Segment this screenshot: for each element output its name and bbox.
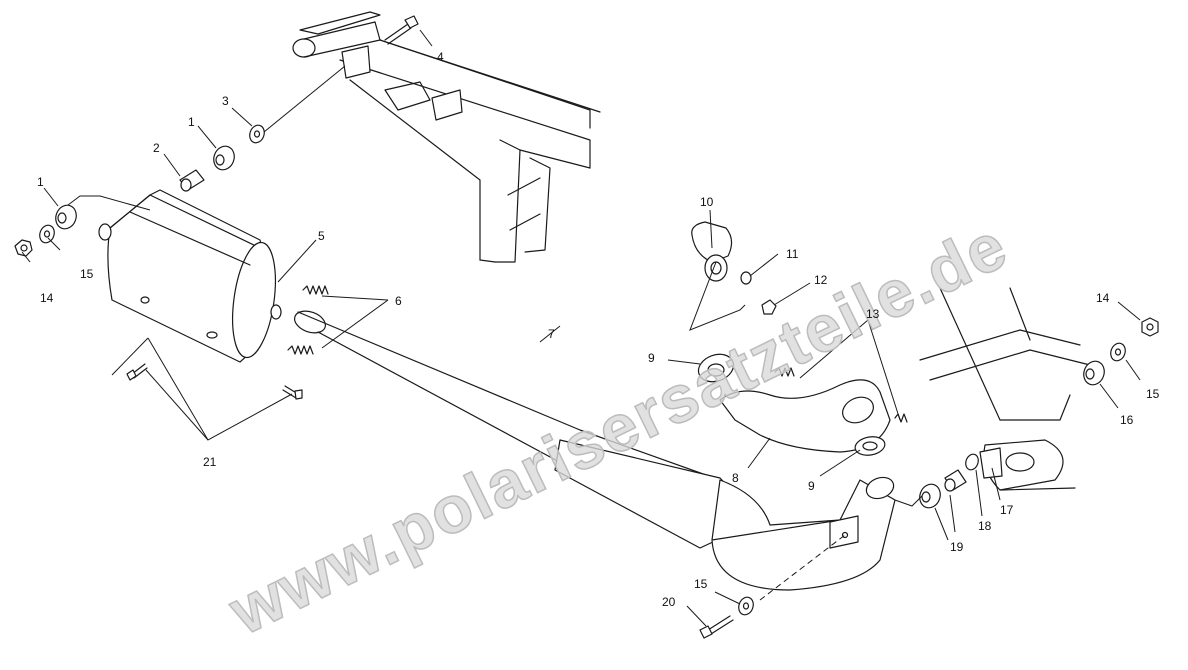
callout-14: 14: [40, 291, 54, 305]
frame-upper: [292, 11, 601, 263]
callout-12: 12: [814, 273, 828, 287]
head-pipe-assembly: [691, 221, 908, 456]
callout-4: 4: [437, 50, 444, 64]
callout-17: 17: [1000, 503, 1014, 517]
exhaust-pipe: [293, 310, 896, 591]
callout-8: 8: [732, 471, 739, 485]
watermark: www.polarisersatzteile.de: [217, 207, 1018, 649]
callout-14: 14: [1096, 291, 1110, 305]
callout-6: 6: [395, 294, 402, 308]
callout-21: 21: [203, 455, 217, 469]
callout-3: 3: [222, 94, 229, 108]
callout-15: 15: [1146, 387, 1160, 401]
callout-2: 2: [153, 141, 160, 155]
callout-9: 9: [648, 351, 655, 365]
springs: [287, 285, 329, 355]
callout-11: 11: [786, 247, 799, 261]
callout-16: 16: [1120, 413, 1134, 427]
callout-5: 5: [318, 229, 325, 243]
mount-hardware-left: [14, 15, 419, 257]
callout-labels: 1 14 15 2 1 3 4 5 6 21 7 10 11 12 9 13 8…: [37, 50, 1160, 609]
callout-1: 1: [188, 115, 195, 129]
callout-19: 19: [950, 540, 964, 554]
callout-15: 15: [80, 267, 94, 281]
callout-1: 1: [37, 175, 44, 189]
callout-13: 13: [866, 307, 880, 321]
callout-20: 20: [662, 595, 676, 609]
leader-lines: [21, 29, 1141, 627]
muffler-bolts: [126, 363, 303, 400]
callout-15: 15: [694, 577, 708, 591]
callout-9: 9: [808, 479, 815, 493]
callout-10: 10: [700, 195, 714, 209]
frame-right: [919, 287, 1091, 491]
callout-18: 18: [978, 519, 992, 533]
mount-hardware-right: [919, 317, 1159, 509]
muffler: [98, 189, 282, 363]
mount-hardware-bottom: [699, 596, 754, 639]
callout-7: 7: [548, 327, 555, 341]
